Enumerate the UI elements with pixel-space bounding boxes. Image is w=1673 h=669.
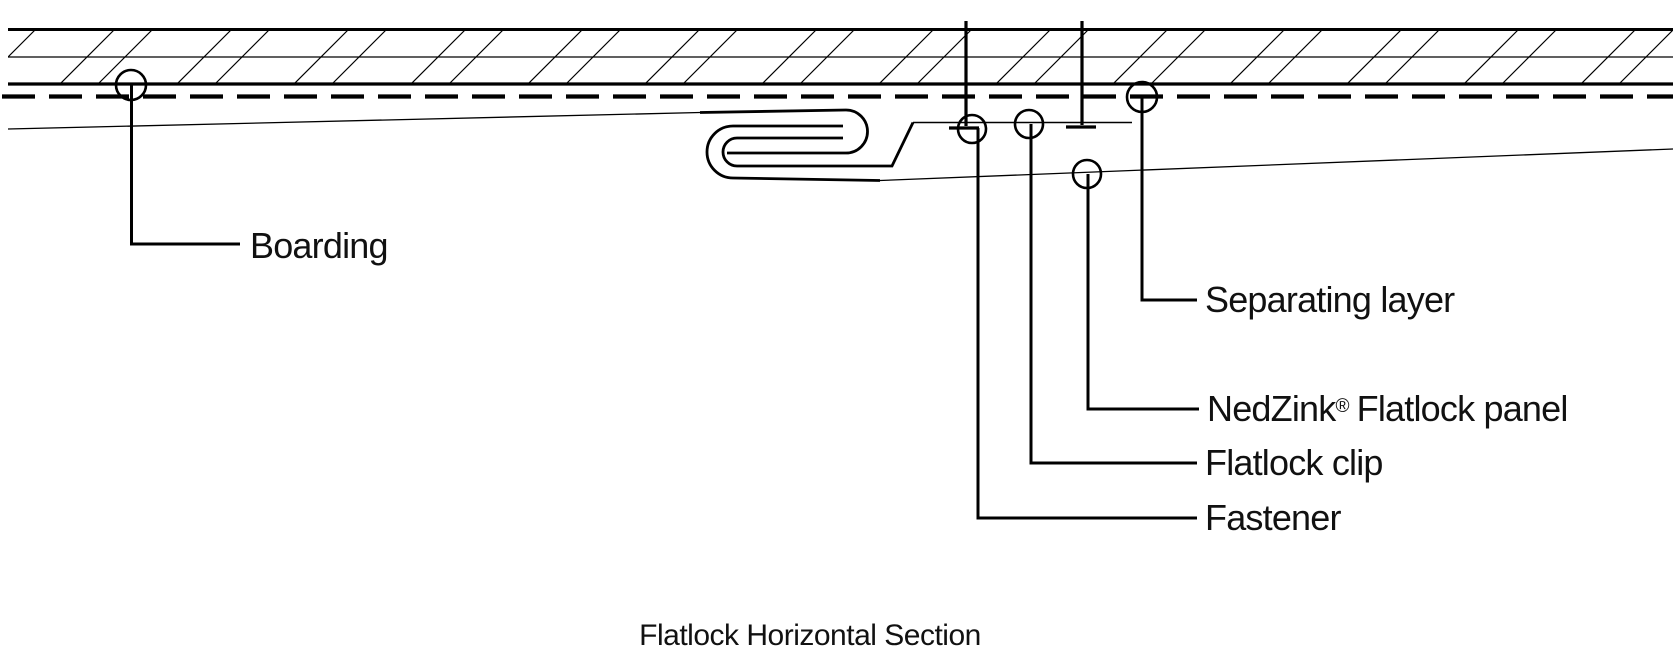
label-nedzink-brand: NedZink xyxy=(1207,388,1337,429)
label-separating-layer: Separating layer xyxy=(1205,279,1455,320)
label-fastener: Fastener xyxy=(1205,497,1341,538)
fastener-screw-1 xyxy=(949,21,979,130)
flatlock-seam xyxy=(699,108,1132,182)
right-panel-hook-fold xyxy=(705,124,881,182)
left-panel-face-line xyxy=(7,111,701,130)
leader-flatlock-clip xyxy=(1029,124,1197,465)
callout-circles xyxy=(114,68,1159,190)
caption: Flatlock Horizontal Section xyxy=(639,619,981,652)
right-panel-face-line xyxy=(879,148,1673,182)
leader-fastener xyxy=(976,128,1197,520)
leader-boarding xyxy=(130,85,240,246)
label-flatlock-clip: Flatlock clip xyxy=(1205,442,1383,483)
leader-lines xyxy=(130,85,1199,520)
fasteners xyxy=(949,21,1096,130)
label-nedzink-panel: NedZink® Flatlock panel xyxy=(1207,388,1568,429)
label-boarding: Boarding xyxy=(250,225,388,266)
left-panel-fold xyxy=(699,108,869,155)
leader-separating-layer xyxy=(1140,97,1197,302)
fastener-screw-2 xyxy=(1066,21,1096,129)
callout-circle-fastener xyxy=(956,113,988,145)
boarding-band xyxy=(8,28,1673,86)
callout-circle-flatlock-clip xyxy=(1013,108,1045,140)
flatlock-clip-fold xyxy=(721,121,915,168)
label-nedzink-rest: Flatlock panel xyxy=(1357,388,1568,429)
leader-nedzink-panel xyxy=(1086,174,1199,411)
registered-trademark-symbol: ® xyxy=(1335,396,1349,417)
